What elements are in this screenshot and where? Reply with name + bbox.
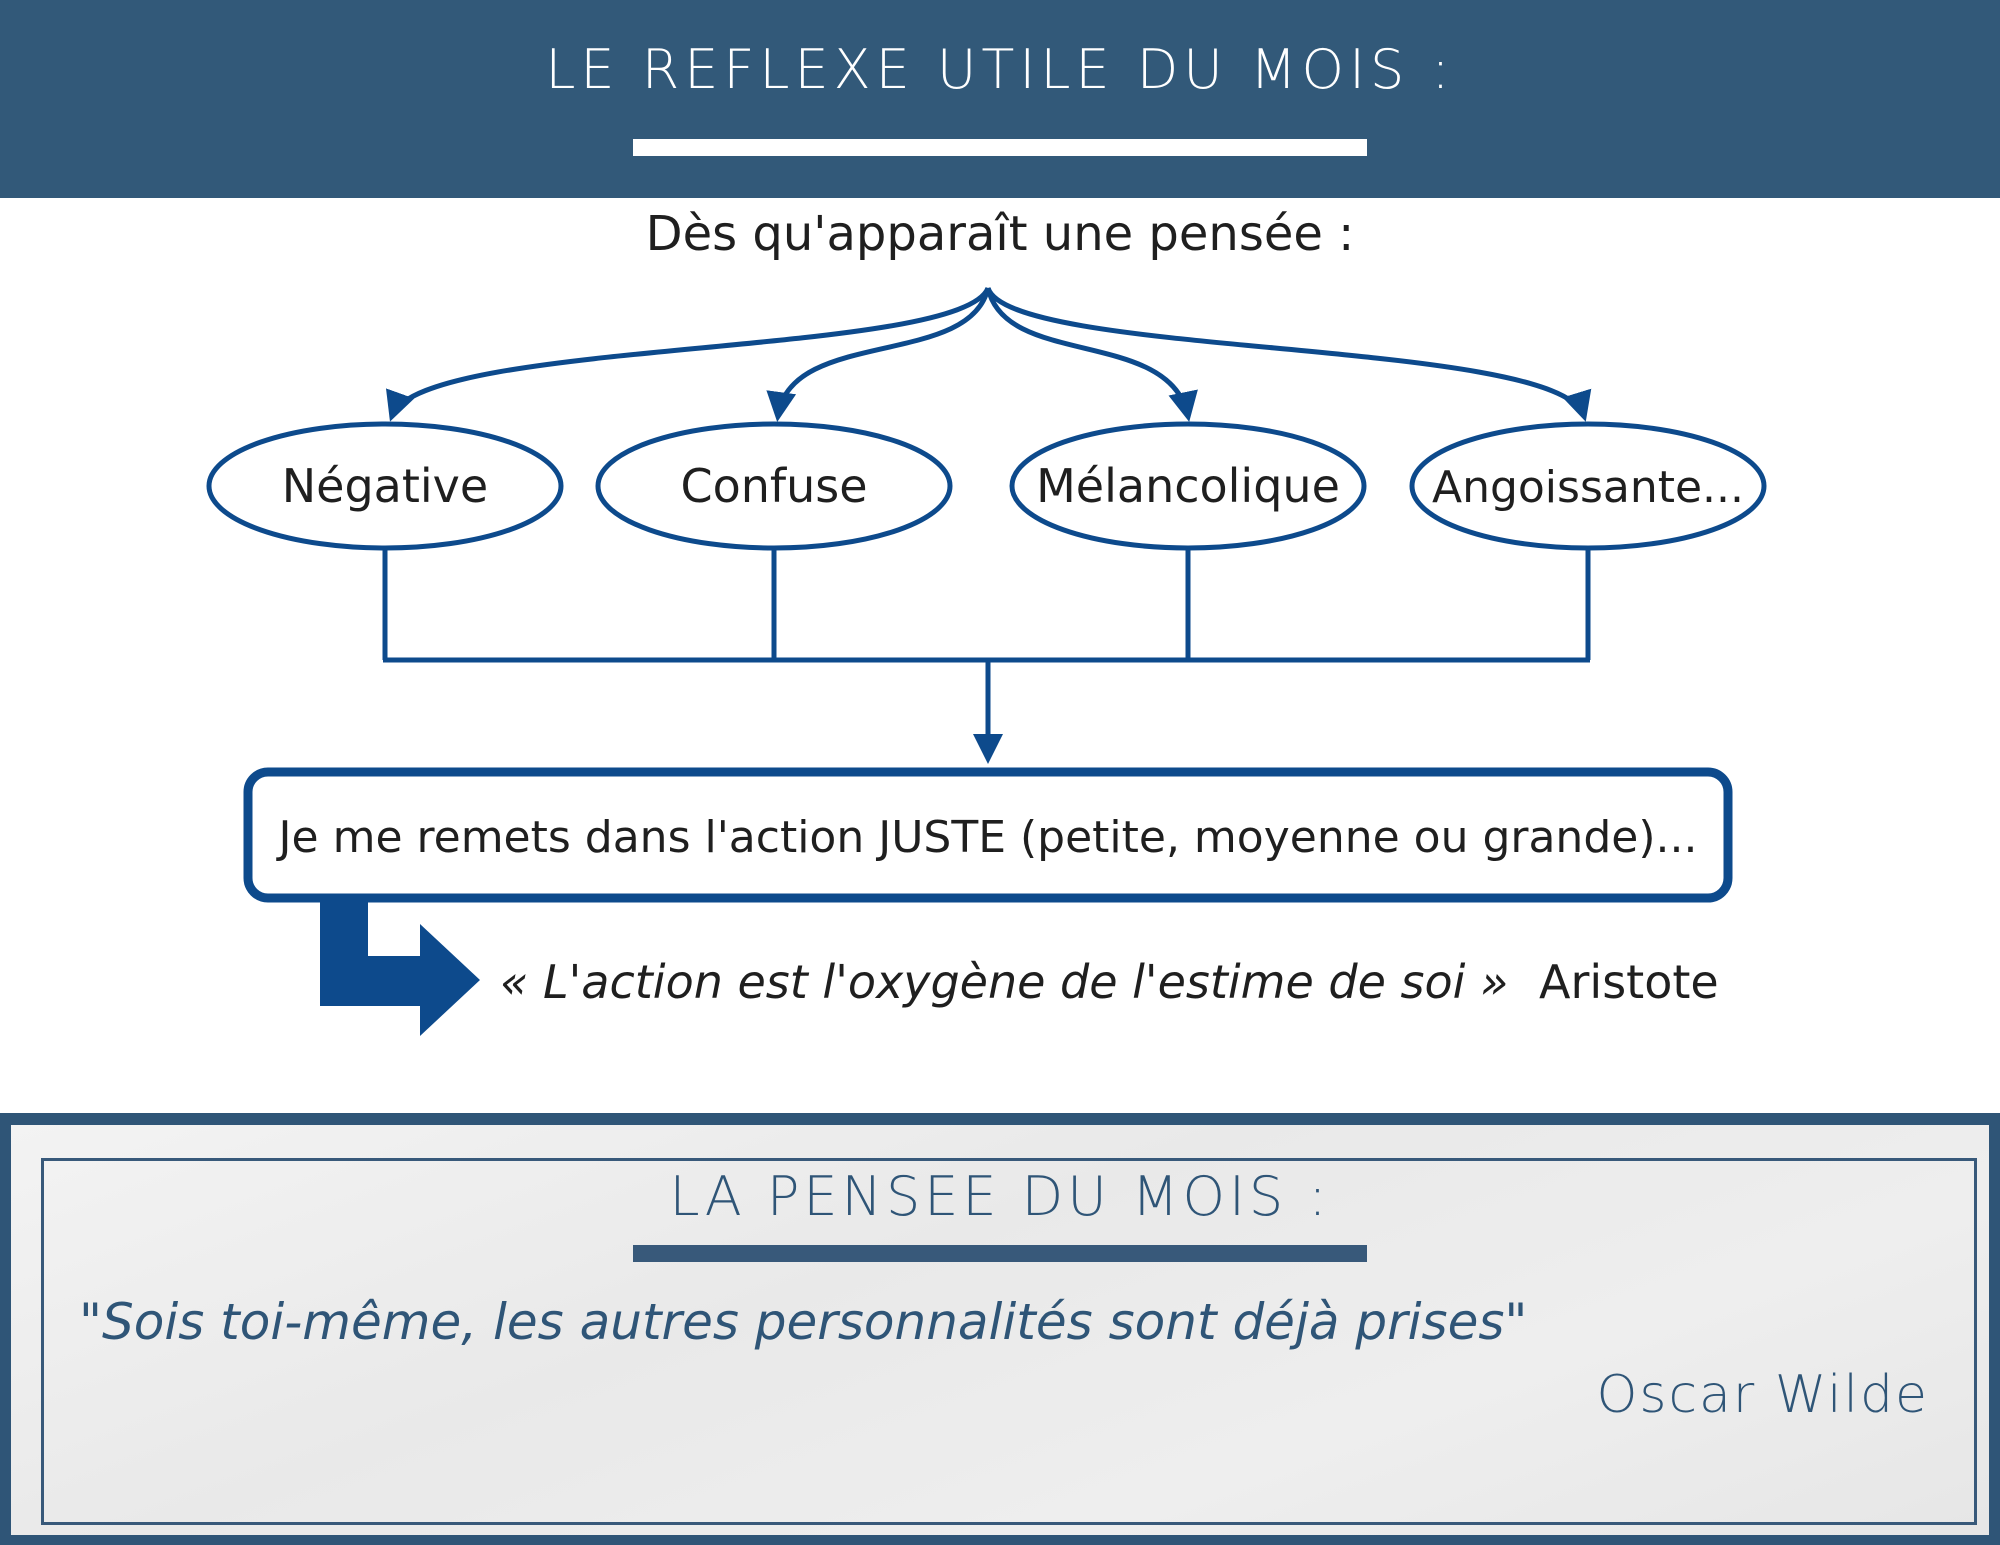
branch-arrow-confuse [766,287,991,422]
pensee-panel: LA PENSEE DU MOIS : "Sois toi-même, les … [11,1125,1989,1535]
header-underline [633,139,1367,156]
pensee-underline [633,1245,1367,1262]
header-title: LE REFLEXE UTILE DU MOIS : [545,38,1455,101]
citation-text: « L'action est l'oxygène de l'estime de … [500,955,1508,1009]
pensee-frame [41,1158,1977,1525]
reflex-diagram: Dès qu'apparaît une pensée : Négative Co… [0,198,2000,1113]
bent-arrow-icon [320,898,480,1036]
branch-arrow-melancolique [985,287,1198,422]
action-text: Je me remets dans l'action JUSTE (petite… [276,812,1698,863]
node-label-angoissante: Angoissante... [1432,462,1744,513]
diagram-svg: Dès qu'apparaît une pensée : Négative Co… [206,206,1767,1036]
citation-author: Aristote [1539,955,1719,1009]
node-label-melancolique: Mélancolique [1036,459,1340,513]
header-banner: LE REFLEXE UTILE DU MOIS : [0,0,2000,198]
pensee-title: LA PENSEE DU MOIS : [669,1165,1331,1228]
pensee-quote: "Sois toi-même, les autres personnalités… [79,1293,1528,1351]
branch-arrow-negative [386,286,991,422]
branch-arrows [386,286,1592,422]
connector-lines [382,548,1591,764]
node-label-negative: Négative [282,459,488,513]
branch-arrow-angoissante [985,286,1592,422]
pensee-section: LA PENSEE DU MOIS : "Sois toi-même, les … [0,1113,2000,1545]
node-label-confuse: Confuse [680,459,867,513]
diagram-intro: Dès qu'apparaît une pensée : [646,206,1355,262]
action-box [243,767,1733,903]
svg-text:« L'action est l'oxygène de l': « L'action est l'oxygène de l'estime de … [500,955,1719,1009]
pensee-author: Oscar Wilde [1596,1365,1929,1425]
